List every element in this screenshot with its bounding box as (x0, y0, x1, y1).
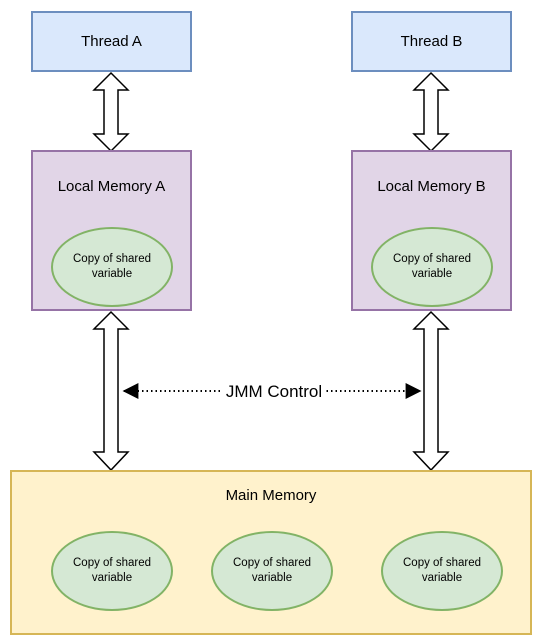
local-memory-a-box: Local Memory A Copy of shared variable (31, 150, 192, 311)
main-memory-variable-3-label: Copy of shared variable (403, 557, 481, 584)
thread-a-label: Thread A (81, 33, 142, 50)
local-memory-b-variable: Copy of shared variable (371, 227, 493, 307)
local-memory-a-variable-label: Copy of shared variable (73, 253, 151, 280)
thread-b-box: Thread B (351, 11, 512, 72)
double-arrow-thread-b-local-b (412, 71, 450, 153)
thread-a-box: Thread A (31, 11, 192, 72)
local-memory-b-box: Local Memory B Copy of shared variable (351, 150, 512, 311)
main-memory-variable-2: Copy of shared variable (211, 531, 333, 611)
local-memory-a-title: Local Memory A (57, 178, 166, 195)
local-memory-a-variable: Copy of shared variable (51, 227, 173, 307)
local-memory-b-title: Local Memory B (377, 178, 486, 195)
main-memory-variable-1: Copy of shared variable (51, 531, 173, 611)
main-memory-variable-2-label: Copy of shared variable (233, 557, 311, 584)
jmm-control-label: JMM Control (222, 380, 326, 404)
main-memory-box: Main Memory Copy of shared variable Copy… (10, 470, 532, 635)
local-memory-b-variable-label: Copy of shared variable (393, 253, 471, 280)
thread-b-label: Thread B (400, 33, 463, 50)
double-arrow-thread-a-local-a (92, 71, 130, 153)
double-arrow-local-a-main (92, 310, 130, 472)
main-memory-variable-3: Copy of shared variable (381, 531, 503, 611)
main-memory-variable-1-label: Copy of shared variable (73, 557, 151, 584)
main-memory-title: Main Memory (225, 487, 317, 504)
double-arrow-local-b-main (412, 310, 450, 472)
